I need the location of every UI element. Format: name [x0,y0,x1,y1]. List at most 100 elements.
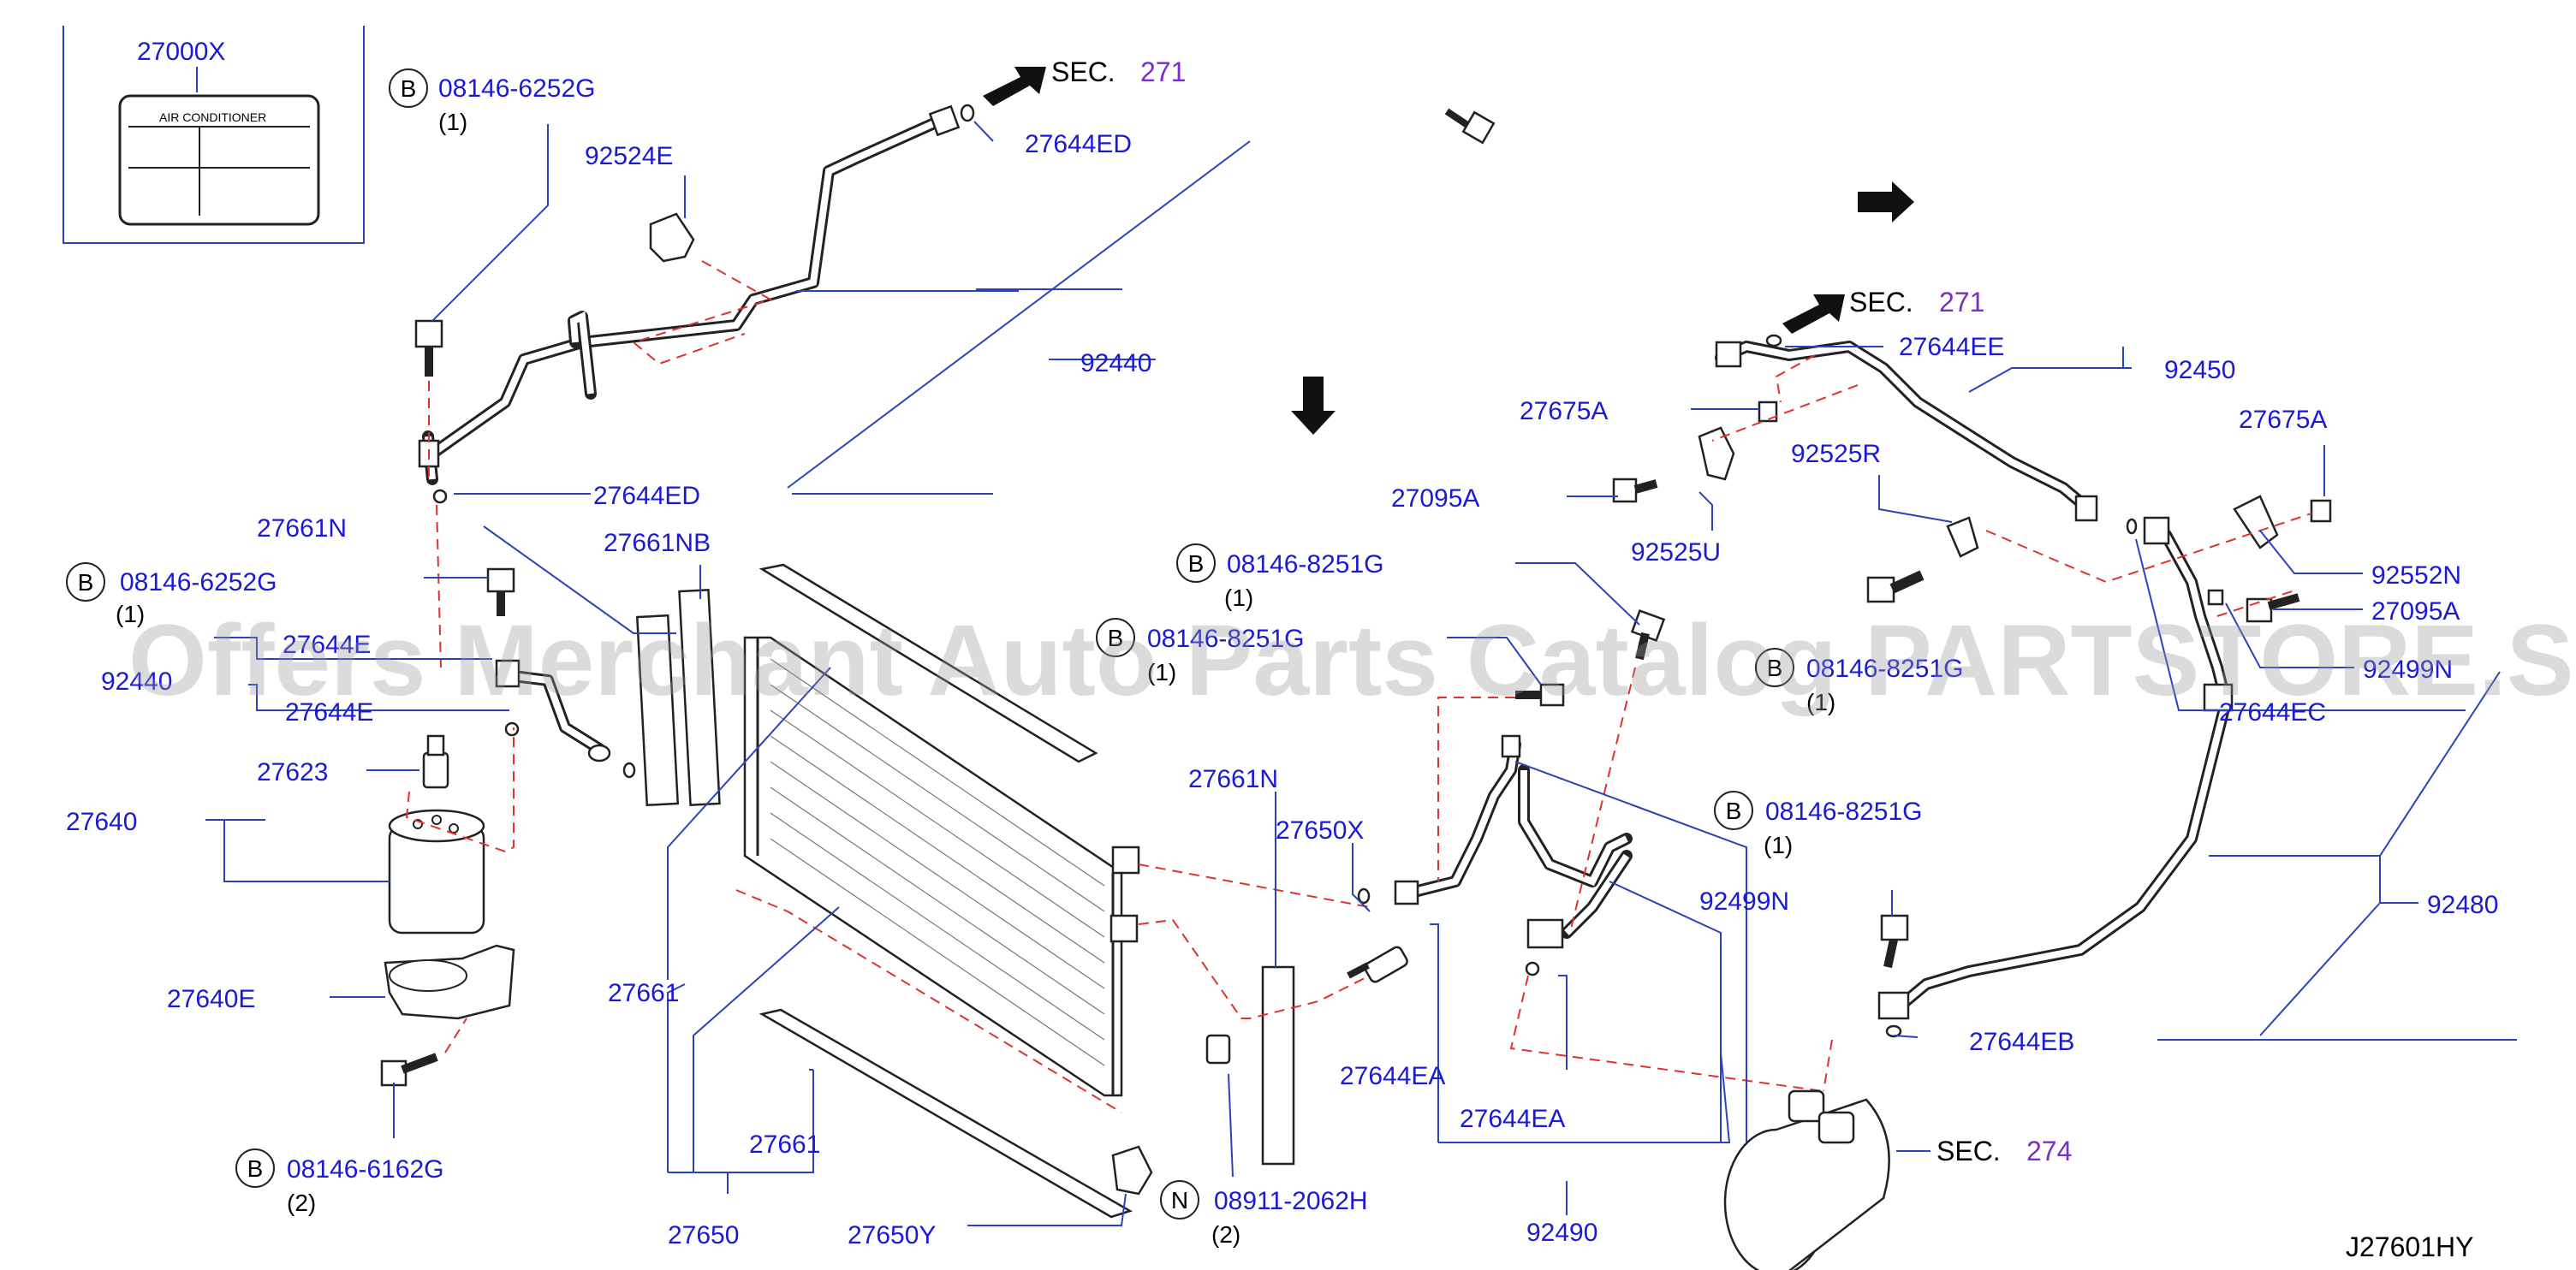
sensor-27650X [1347,946,1408,983]
part-27650X[interactable]: 27650X [1276,816,1364,845]
part-27644EE[interactable]: 27644EE [1899,333,2004,361]
part-92440[interactable]: 92440 [1080,349,1151,377]
svg-text:SEC.: SEC. [1051,56,1115,87]
bolt-part-number: 08146-8251G [1227,550,1384,579]
label-title: AIR CONDITIONER [159,110,266,124]
part-27644EC[interactable]: 27644EC [2219,698,2326,727]
part-27640[interactable]: 27640 [66,808,137,836]
bolt-icon [1444,108,1496,145]
bolt-part-number: 08146-6162G [287,1155,444,1184]
sec-274-link[interactable]: 274 [2026,1136,2072,1166]
condenser-27650 [743,636,1140,1097]
pipe-92499N-center [1394,734,1521,905]
callout-n1[interactable]: N 08911-2062H (2) [1160,1180,1368,1248]
part-27623[interactable]: 27623 [257,758,328,786]
sec-271-link-b[interactable]: 271 [1939,287,1984,318]
part-92490[interactable]: 92490 [1526,1219,1597,1247]
callout-b1[interactable]: B 08146-6252G (1) [389,68,596,135]
part-27644ED-top[interactable]: 27644ED [1025,130,1132,158]
part-92552N[interactable]: 92552N [2371,561,2461,590]
part-27661N-mid[interactable]: 27661N [1188,765,1278,793]
o-ring-27644EA [1357,887,1371,905]
bracket-92552N [2233,495,2332,549]
svg-text:B: B [78,569,94,596]
clip-92524E [649,212,695,263]
o-ring-92499N [2207,589,2224,606]
part-92525U[interactable]: 92525U [1631,538,1721,567]
bolt-part-number: 08146-8251G [1147,625,1305,653]
part-27095A-left[interactable]: 27095A [1391,484,1479,513]
svg-text:N: N [1171,1187,1188,1214]
callout-b6[interactable]: B 08146-8251G (1) [1755,648,1964,715]
part-27644E-b[interactable]: 27644E [285,698,373,727]
bolt-08146-6162G [380,1053,438,1087]
part-27661NB[interactable]: 27661NB [604,529,711,557]
part-27675A-right[interactable]: 27675A [2239,406,2327,434]
direction-arrow-icon [1782,294,1845,334]
direction-arrow-icon [983,67,1046,106]
part-27644ED-mid[interactable]: 27644ED [593,482,700,510]
part-27650Y[interactable]: 27650Y [848,1221,936,1249]
bolt-08146-8251G-d [1880,914,1909,969]
part-27644EA-a[interactable]: 27644EA [1340,1062,1445,1090]
sec-271-link-a[interactable]: 271 [1140,56,1186,87]
part-92499N-right[interactable]: 92499N [2363,656,2453,684]
callout-b2[interactable]: B 08146-6252G (1) [66,562,277,627]
part-92450[interactable]: 92450 [2164,356,2235,384]
label-box: 27000X AIR CONDITIONER [62,26,365,244]
sec-271-arrow-right: SEC. 271 [1782,287,1984,334]
view-arrow-down-icon [1291,377,1336,435]
seal-27661-upper [759,563,1098,763]
bolt-08146-6252G-mid [486,567,515,616]
part-27644EB[interactable]: 27644EB [1969,1028,2074,1056]
seal-27661-lower [759,1008,1133,1219]
part-27650[interactable]: 27650 [668,1221,739,1249]
bolt-27675A-left [1758,401,1778,423]
quantity: (1) [1806,689,1835,715]
svg-text:SEC.: SEC. [1849,287,1913,318]
callout-b3[interactable]: B 08146-6162G (2) [235,1148,444,1216]
o-ring-27644EB [1885,1024,1902,1038]
svg-text:B: B [1726,798,1742,824]
pipe-92440 [418,104,975,485]
part-92525R[interactable]: 92525R [1791,440,1881,468]
bolt-part-number: 08146-8251G [1765,798,1923,826]
receiver-drier-27640 [388,809,485,935]
part-92524E[interactable]: 92524E [585,142,673,170]
seal-27661N-mid [1261,965,1295,1166]
svg-text:SEC.: SEC. [1936,1136,2001,1166]
part-27675A-left[interactable]: 27675A [1520,397,1608,425]
callout-b4[interactable]: B 08146-8251G (1) [1176,543,1384,611]
part-27661-mid[interactable]: 27661 [608,979,679,1007]
nut-part-number: 08911-2062H [1214,1187,1368,1215]
diagram-code: J27601HY [2346,1231,2473,1262]
o-ring-27644EC [2126,518,2138,535]
seal-27661NB [678,588,721,807]
label-box-part-number[interactable]: 27000X [137,38,225,66]
quantity: (1) [1147,659,1176,685]
part-27661-low[interactable]: 27661 [749,1131,820,1159]
bracket-27650Y [1111,1145,1153,1196]
bolt-08146-6252G-top [414,319,443,377]
part-27661N-left[interactable]: 27661N [257,514,347,543]
callout-b7[interactable]: B 08146-8251G (1) [1714,791,1923,858]
part-92499N-mid[interactable]: 92499N [1699,887,1789,916]
part-27644EA-b[interactable]: 27644EA [1460,1105,1565,1133]
bolt-part-number: 08146-6252G [120,568,277,596]
ac-label-sticker [118,94,320,226]
leader-lines [205,121,2517,1226]
part-92440-b[interactable]: 92440 [101,668,172,696]
part-27640E[interactable]: 27640E [167,985,255,1013]
pipe-92450 [1715,341,2098,522]
bracket-92525U [1698,426,1735,481]
clip-92525R [1946,516,1979,558]
bolt-part-number: 08146-6252G [438,74,596,103]
part-92480[interactable]: 92480 [2427,891,2498,919]
part-27644E-a[interactable]: 27644E [283,631,371,659]
callout-b5[interactable]: B 08146-8251G (1) [1096,618,1305,685]
svg-text:B: B [1188,550,1205,577]
hose-92480 [1877,516,2234,1020]
bolt-part-number: 08146-8251G [1806,655,1964,683]
bolt-08146-8251G-a [1515,683,1565,707]
part-27095A-right[interactable]: 27095A [2371,597,2460,626]
